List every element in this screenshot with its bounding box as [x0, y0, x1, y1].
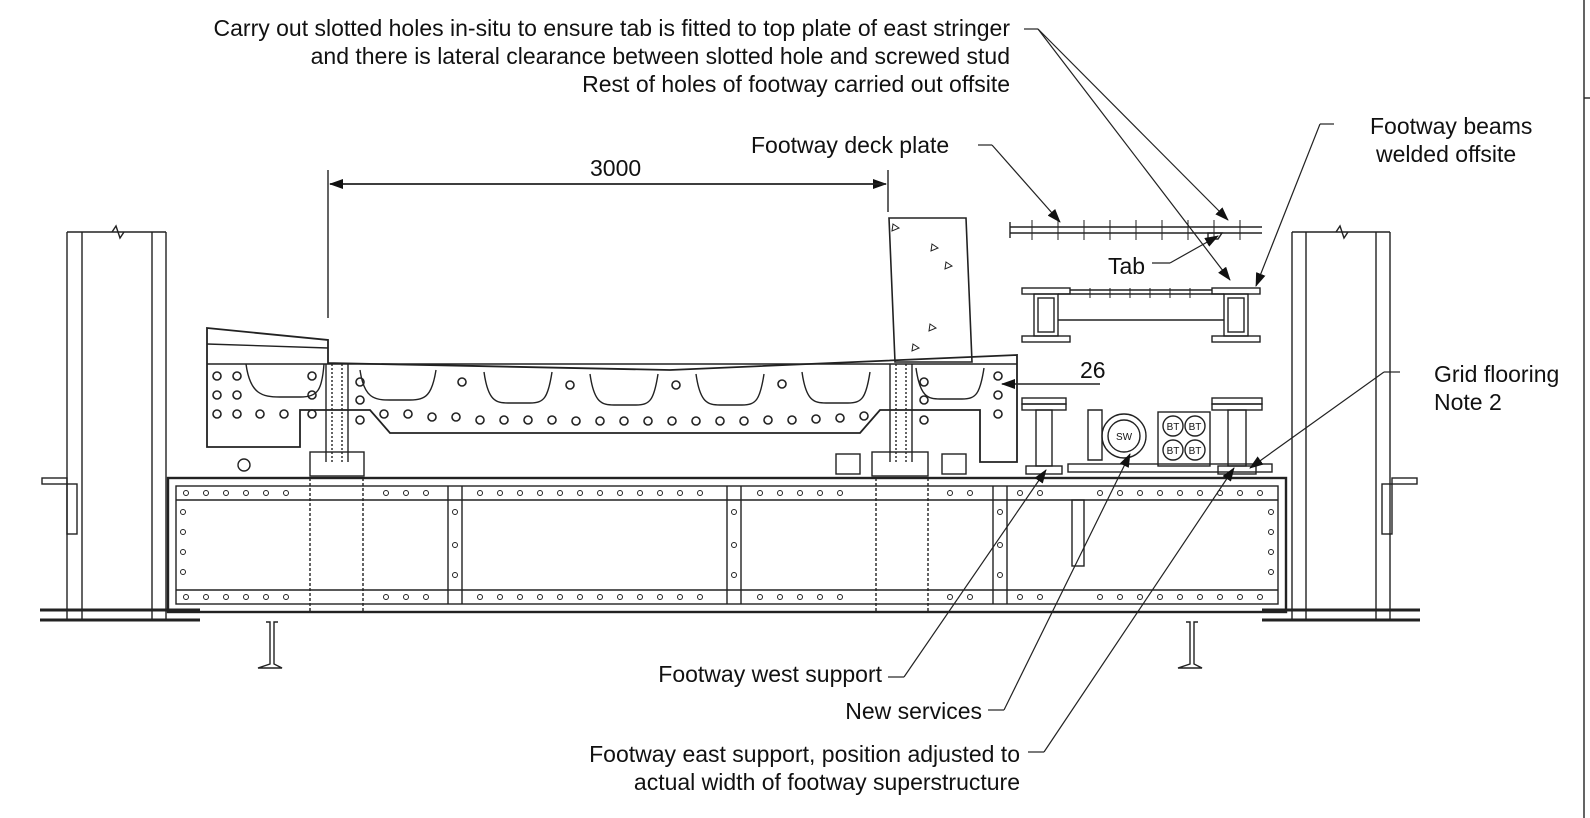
dimension-26-label: 26 [1080, 357, 1106, 383]
service-bt-label: BT [1189, 422, 1202, 433]
left-column [40, 224, 200, 622]
note-line: Carry out slotted holes in-situ to ensur… [213, 15, 1010, 41]
service-bt-label: BT [1167, 446, 1180, 457]
beams-line: welded offsite [1376, 141, 1517, 167]
box-girder [166, 476, 1288, 614]
footway-west-support-label: Footway west support [658, 661, 882, 687]
footway-supports [1021, 397, 1273, 475]
concrete-upstand [888, 217, 973, 363]
footway-east-support-label: Footway east support, position adjusted … [589, 740, 1020, 796]
service-bt-label: BT [1189, 446, 1202, 457]
note-line: and there is lateral clearance between s… [310, 43, 1010, 69]
grid-line: Note 2 [1434, 389, 1502, 415]
service-bt-label: BT [1167, 422, 1180, 433]
rails [257, 621, 1203, 669]
footway-deck-plate-label: Footway deck plate [751, 132, 950, 158]
footway-deck-plate [1009, 220, 1262, 240]
note-line: Rest of holes of footway carried out off… [582, 71, 1010, 97]
grid-line: Grid flooring [1434, 361, 1560, 387]
cross-girder [206, 327, 1018, 477]
cross-girder-bolts [212, 371, 1003, 426]
footway-beams-label: Footway beams welded offsite [1370, 112, 1532, 168]
box-girder-bolts [180, 490, 1274, 600]
leader-lines [888, 28, 1400, 753]
services-ducts [1087, 409, 1211, 467]
slotted-holes-note: Carry out slotted holes in-situ to ensur… [214, 14, 1010, 98]
dimension-3000-label: 3000 [590, 155, 642, 181]
east-line: Footway east support, position adjusted … [589, 741, 1020, 767]
east-line: actual width of footway superstructure [633, 769, 1020, 795]
service-sw-label: SW [1116, 432, 1133, 443]
tab-label: Tab [1108, 253, 1146, 279]
new-services-label: New services [845, 698, 982, 724]
footway-beams [1021, 287, 1261, 343]
beams-line: Footway beams [1370, 113, 1533, 139]
grid-flooring-label: Grid flooring Note 2 [1434, 360, 1559, 416]
dimension-3000 [327, 170, 889, 318]
right-column [1262, 224, 1420, 622]
